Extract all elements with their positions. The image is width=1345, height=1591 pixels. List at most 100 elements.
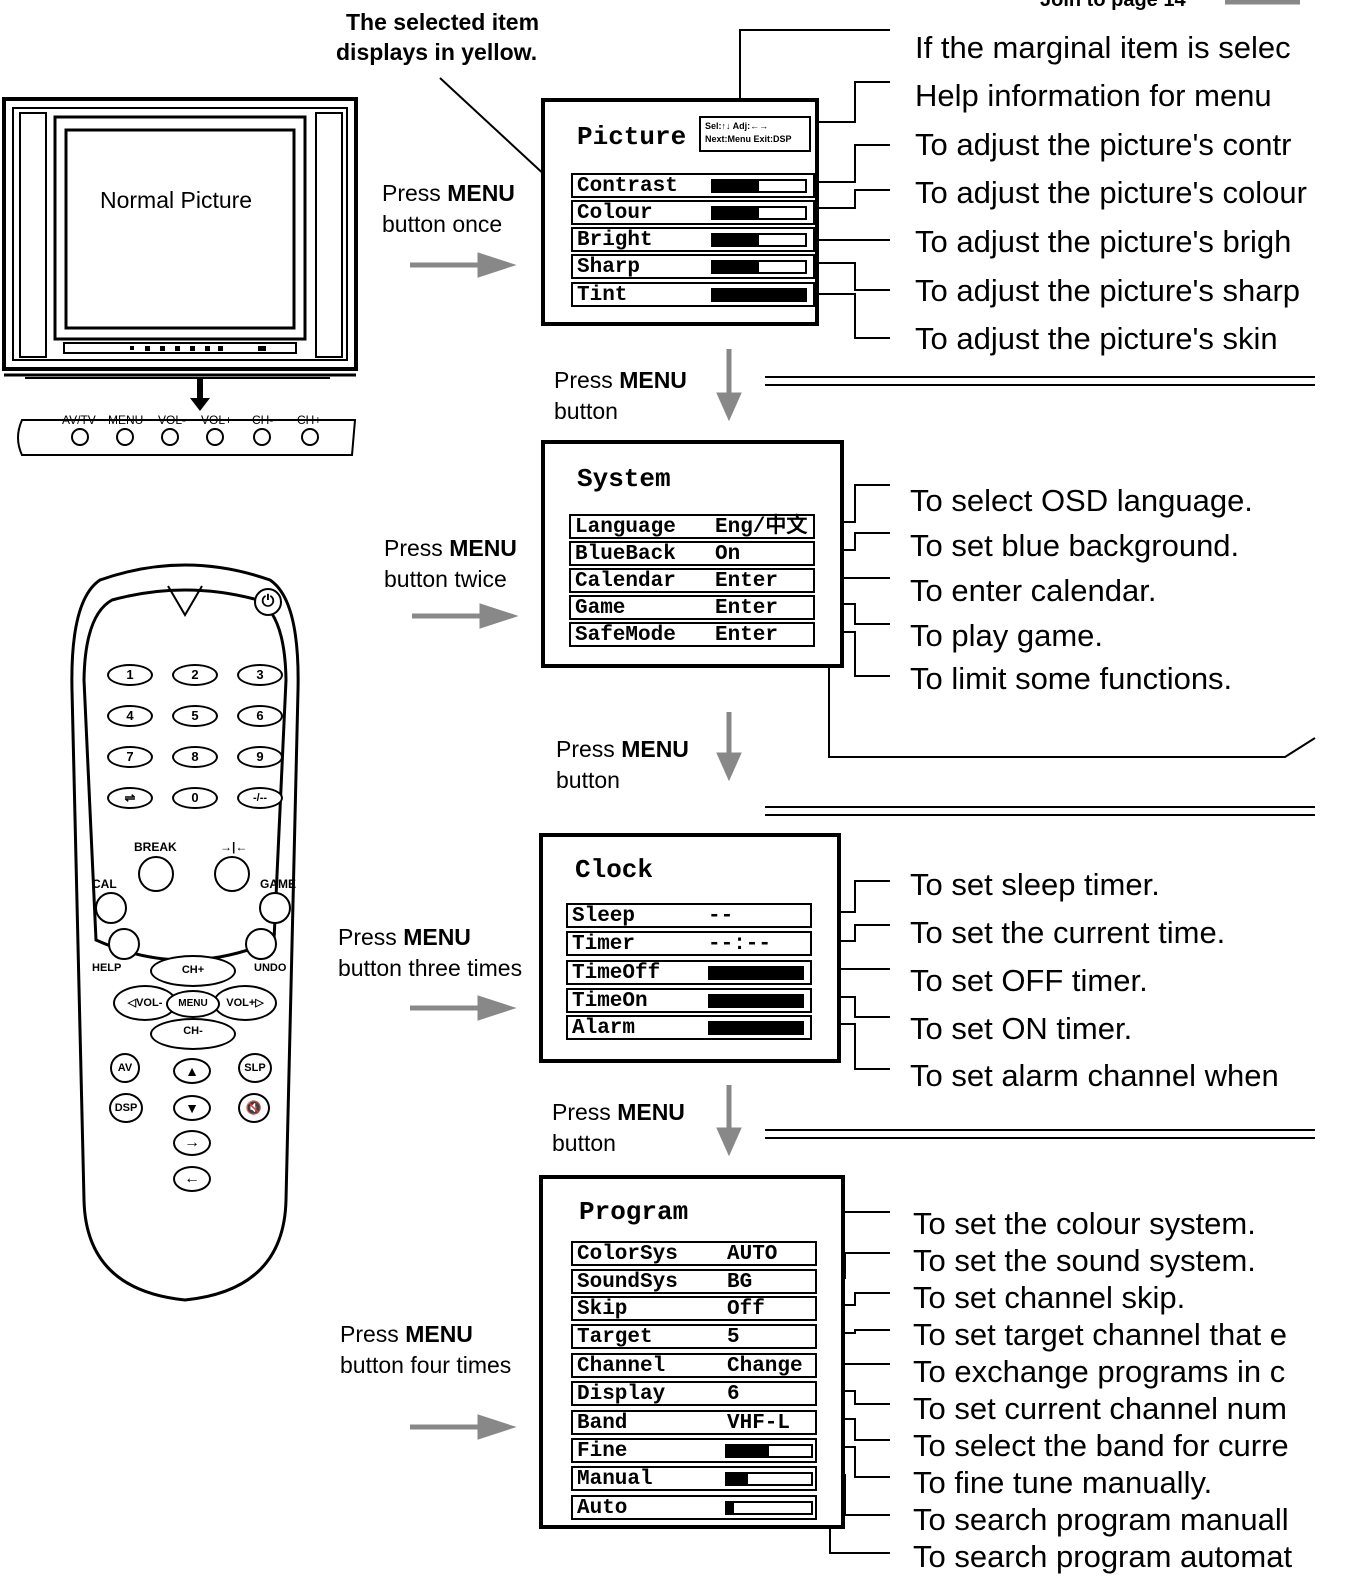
menu-row-contrast[interactable]: Contrast [571,173,815,198]
menu-row-fine[interactable]: Fine [571,1438,817,1463]
program-desc-8: To search program manuall [913,1502,1289,1537]
digit-2-button[interactable]: 2 [172,664,218,686]
menu-row-tint[interactable]: Tint [571,282,815,307]
mute-button[interactable]: 🔇 [238,1093,270,1123]
program-desc-6: To select the band for curre [913,1428,1289,1463]
break-button[interactable] [138,856,174,892]
game-button[interactable] [259,892,291,924]
game-label: GAME [260,877,296,891]
menu-help-line2: Next:Menu Exit:DSP [705,134,792,144]
menu-help-box: Sel:↑↓ Adj:←→ Next:Menu Exit:DSP [699,116,811,152]
help-button[interactable] [108,928,140,960]
row-value: On [715,543,741,566]
menu-row-sharp[interactable]: Sharp [571,254,815,279]
digit-0-button[interactable]: 0 [172,787,218,809]
row-label: BlueBack [575,543,676,566]
row-value: VHF-L [727,1412,791,1435]
row-label: Fine [577,1440,628,1463]
row-label: Calendar [575,570,676,593]
menu-row-auto[interactable]: Auto [571,1495,817,1520]
row-label: ColorSys [577,1243,678,1266]
menu-button[interactable]: MENU [166,990,220,1018]
av-button[interactable]: AV [110,1053,140,1083]
system-desc-4: To limit some functions. [910,661,1233,696]
hold-button[interactable] [214,856,250,892]
menu-row-timeon[interactable]: TimeOn [566,988,812,1013]
tv-label-chminus: CH- [252,413,274,427]
digit-8-button[interactable]: 8 [172,746,218,768]
row-value: --:-- [708,933,772,956]
menu-row-alarm[interactable]: Alarm [566,1015,812,1040]
digit-mode-button[interactable]: -/-- [237,787,283,809]
row-value: Enter [715,624,779,647]
picture-menu: Picture Sel:↑↓ Adj:←→ Next:Menu Exit:DSP… [541,98,819,326]
power-button[interactable]: ⏻ [254,588,282,616]
right-button[interactable]: → [173,1130,211,1156]
digit-1-button[interactable]: 1 [107,664,153,686]
sleep-button[interactable]: SLP [238,1053,272,1083]
dsp-button[interactable]: DSP [109,1093,143,1123]
menu-row-colorsys[interactable]: ColorSys AUTO [571,1241,817,1266]
left-button[interactable]: ← [173,1166,211,1192]
digit-6-button[interactable]: 6 [237,705,283,727]
row-value: BG [727,1271,753,1294]
row-label: Alarm [572,1017,636,1040]
menu-row-manual[interactable]: Manual [571,1466,817,1491]
clock-desc-3: To set ON timer. [910,1011,1133,1046]
program-desc-5: To set current channel num [913,1391,1287,1426]
row-value: Eng/中文 [715,516,808,539]
tv-label-volminus: VOL- [158,413,187,427]
program-desc-7: To fine tune manually. [913,1465,1213,1500]
menu-row-colour[interactable]: Colour [571,200,815,225]
row-value: -- [708,905,734,928]
picture-desc-6: To adjust the picture's skin [915,321,1278,356]
menu-row-sleep[interactable]: Sleep-- [566,903,812,928]
program-desc-0: To set the colour system. [913,1206,1256,1241]
picture-desc-0: If the marginal item is selec [915,30,1291,65]
menu-help-line1: Sel:↑↓ Adj:←→ [705,121,769,131]
digit-5-button[interactable]: 5 [172,705,218,727]
undo-button[interactable] [245,928,277,960]
up-button[interactable]: ▲ [173,1058,211,1084]
digit-4-button[interactable]: 4 [107,705,153,727]
row-label: Display [577,1383,666,1406]
recall-button[interactable]: ⇌ [107,787,153,809]
menu-row-timeoff[interactable]: TimeOff [566,960,812,985]
level-bar [725,1501,813,1515]
ch-down-button[interactable]: CH- [150,1018,236,1050]
program-desc-4: To exchange programs in c [913,1354,1286,1389]
row-value: AUTO [727,1243,778,1266]
menu-row-blueback[interactable]: BlueBack On [569,541,815,566]
row-label: Colour [577,202,653,225]
clock-desc-0: To set sleep timer. [910,867,1160,902]
clock-menu: Clock Sleep-- Timer--:-- TimeOff TimeOn … [539,833,841,1063]
digit-7-button[interactable]: 7 [107,746,153,768]
down-button[interactable]: ▼ [173,1095,211,1121]
digit-3-button[interactable]: 3 [237,664,283,686]
cal-button[interactable] [95,892,127,924]
row-label: Bright [577,229,653,252]
digit-9-button[interactable]: 9 [237,746,283,768]
picture-desc-3: To adjust the picture's colour [915,175,1307,210]
program-desc-9: To search program automat [913,1539,1293,1574]
vol-up-button[interactable]: VOL+▷ [213,985,277,1021]
menu-row-timer[interactable]: Timer--:-- [566,931,812,956]
vol-down-button[interactable]: ◁VOL- [113,985,177,1021]
row-label: TimeOff [572,962,661,985]
row-value: Change [727,1355,803,1378]
ch-up-button[interactable]: CH+ [150,955,236,987]
menu-row-bright[interactable]: Bright [571,227,815,252]
